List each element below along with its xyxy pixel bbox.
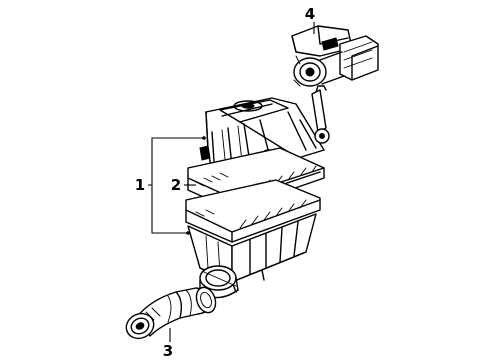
callout-1-leader-upper [148, 137, 204, 186]
strap-bracket [311, 85, 330, 144]
outlet-adapter [199, 265, 239, 299]
callout-2: 2 [171, 176, 196, 194]
intake-duct [125, 286, 217, 340]
callout-1: 1 [135, 136, 206, 235]
air-cleaner-lower-housing [185, 179, 321, 293]
callout-3: 3 [163, 328, 173, 360]
callout-4: 4 [305, 5, 315, 34]
callout-1-leader-lower [151, 185, 188, 234]
callout-2-label: 2 [171, 176, 181, 194]
callout-1-label: 1 [135, 176, 145, 194]
callout-3-label: 3 [163, 342, 173, 360]
airflow-sensor [291, 25, 379, 87]
callout-4-label: 4 [305, 5, 315, 23]
